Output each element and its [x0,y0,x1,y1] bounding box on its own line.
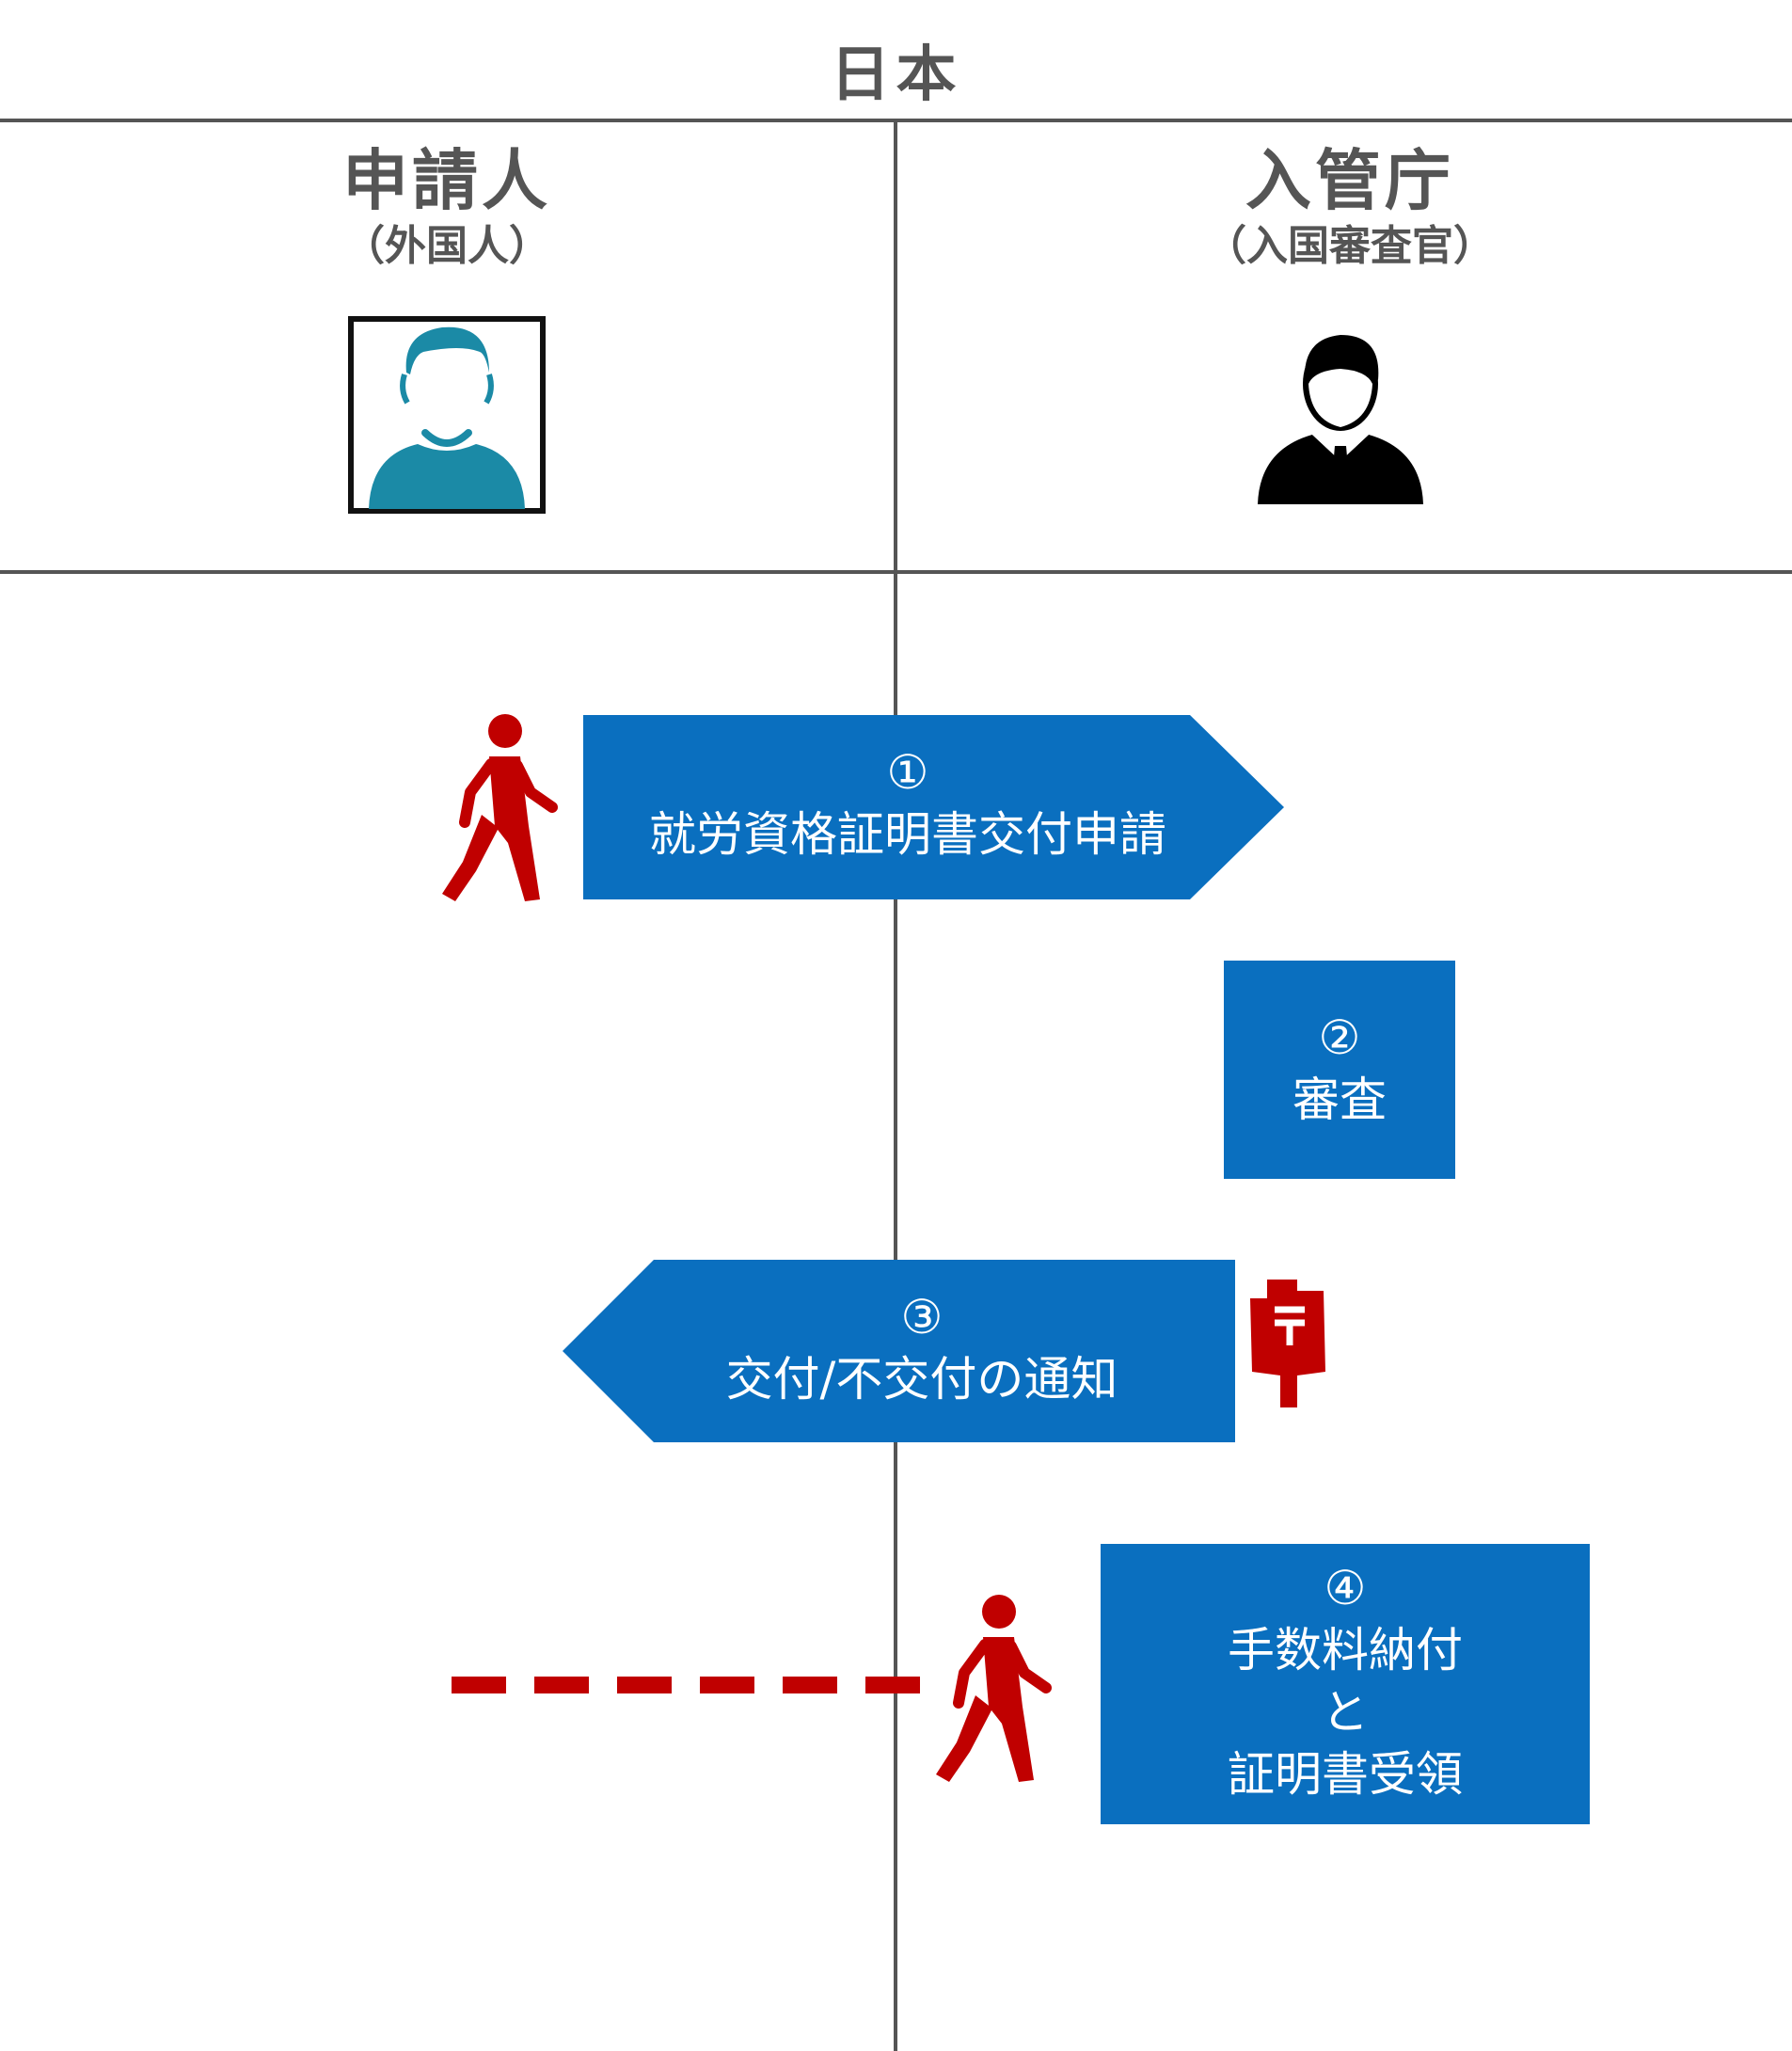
mailbox-icon [1250,1280,1325,1407]
step-3-label: ③ 交付/不交付の通知 [640,1286,1204,1410]
lane-applicant-subtitle: （外国人） [343,222,550,270]
step-2-label: ② 審査 [1224,1007,1455,1131]
step-2-text: 審査 [1292,1073,1387,1127]
foreign-person-avatar-icon [348,316,546,514]
step-4-text-line-3: 証明書受領 [1228,1747,1463,1802]
step-2-number: ② [1318,1010,1361,1065]
step-2-box [1224,961,1455,1179]
step-1-arrow [583,715,1284,899]
step-4-text-line-2: と [1322,1685,1369,1740]
lane-divider [894,119,897,2051]
step-4-box [1101,1544,1590,1824]
page-title: 日本 [830,40,962,110]
lane-immigration-header: 入管庁 （入国審査官） [1152,141,1547,273]
step-1-number: ① [886,745,929,800]
step-1-text: 就労資格証明書交付申請 [649,807,1166,862]
officer-icon [1258,335,1423,504]
dashed-path-line [452,1677,922,1693]
lane-immigration-title: 入管庁 [1245,142,1454,219]
step-4-text-line-1: 手数料納付 [1228,1623,1463,1677]
step-4-number: ④ [1324,1561,1367,1615]
lane-applicant-title: 申請人 [342,142,551,219]
step-1-label: ① 就労資格証明書交付申請 [583,741,1232,866]
lane-immigration-subtitle: （入国審査官） [1205,222,1495,270]
walking-person-icon [936,1595,1052,1782]
lane-applicant-header: 申請人 （外国人） [259,141,635,273]
step-3-arrow [563,1260,1235,1442]
step-4-label: ④ 手数料納付 と 証明書受領 [1101,1557,1590,1805]
step-3-number: ③ [900,1290,944,1344]
step-3-text: 交付/不交付の通知 [725,1352,1118,1407]
walking-person-icon [442,714,558,901]
